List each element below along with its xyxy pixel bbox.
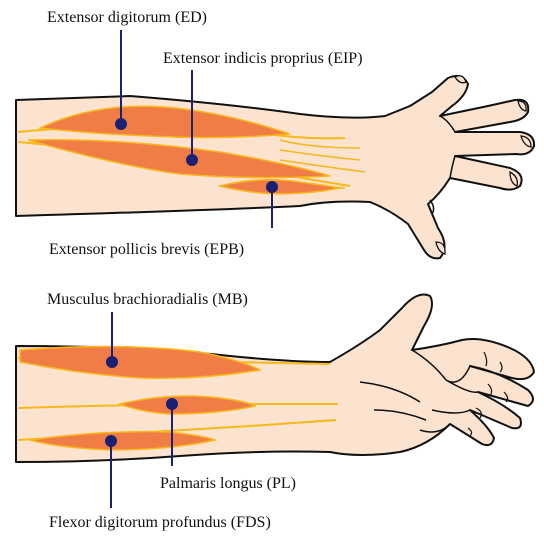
label-fds: Flexor digitorum profundus (FDS) [49, 514, 271, 531]
label-eip: Extensor indicis proprius (EIP) [163, 50, 363, 67]
pointer-dot-epb [266, 181, 278, 193]
label-ed: Extensor digitorum (ED) [47, 9, 207, 26]
pointer-dot-eip [186, 154, 198, 166]
label-epb: Extensor pollicis brevis (EPB) [49, 241, 244, 258]
pointer-dot-ed [115, 118, 127, 130]
pointer-dot-mb [106, 356, 118, 368]
dorsal-forearm-figure: Extensor digitorum (ED) Extensor indicis… [16, 9, 534, 258]
label-pl: Palmaris longus (PL) [160, 475, 296, 492]
label-mb: Musculus brachioradialis (MB) [47, 291, 248, 308]
pointer-dot-fds [105, 435, 117, 447]
pointer-dot-pl [166, 398, 178, 410]
palmar-forearm-figure: Musculus brachioradialis (MB) Palmaris l… [16, 291, 534, 531]
